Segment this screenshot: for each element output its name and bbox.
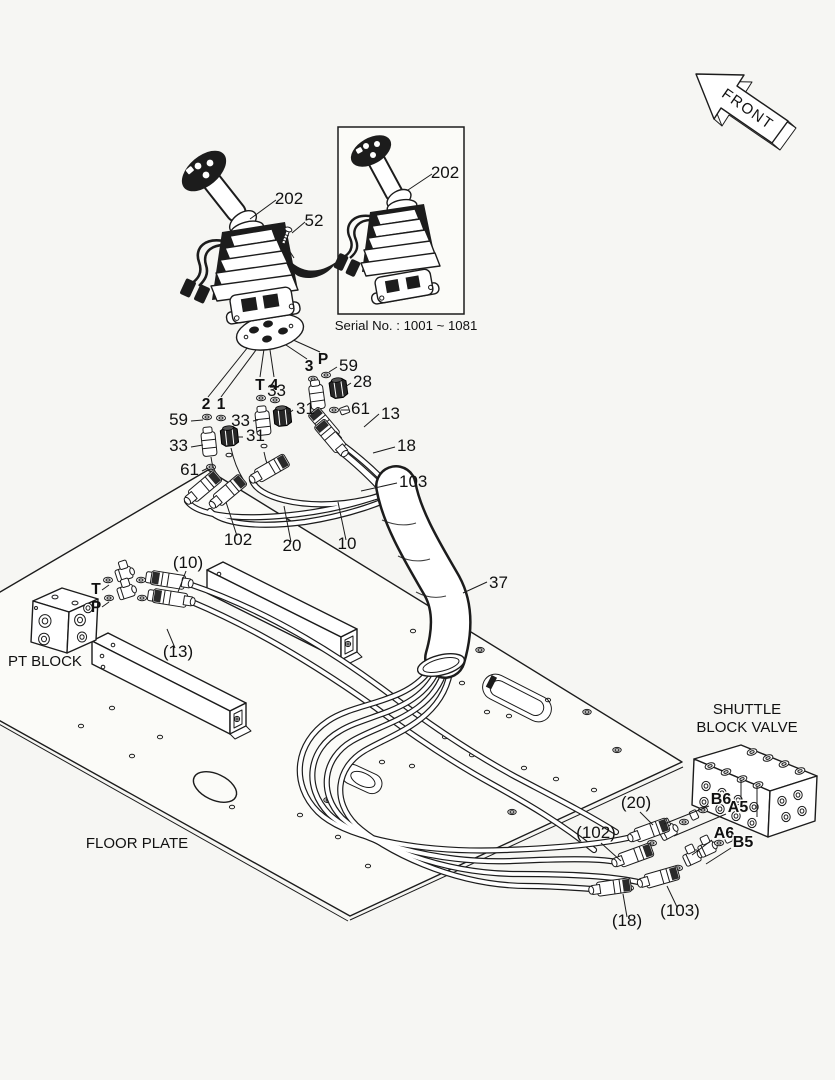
leader-pt-T bbox=[101, 584, 110, 591]
label-port-2: 2 bbox=[202, 396, 211, 413]
label-shuttle-line2: BLOCK VALVE bbox=[696, 719, 797, 736]
label-B6: B6 bbox=[711, 791, 732, 808]
leader-ref20 bbox=[639, 811, 654, 826]
label-102: 102 bbox=[224, 530, 252, 549]
leader-10 bbox=[337, 501, 347, 541]
pt-hoses bbox=[149, 569, 620, 854]
leader-B6 bbox=[663, 805, 710, 825]
bracket-lower bbox=[91, 632, 252, 740]
label-port-3: 3 bbox=[305, 358, 314, 375]
leader-A6 bbox=[691, 839, 713, 856]
label-ref-18: (18) bbox=[612, 911, 642, 930]
leader-18 bbox=[372, 446, 396, 454]
leader-ref10 bbox=[177, 570, 187, 593]
label-A6: A6 bbox=[714, 825, 735, 842]
floor-plate-slot bbox=[482, 673, 552, 723]
screw-dashline bbox=[286, 246, 295, 259]
leader-20 bbox=[283, 505, 292, 543]
label-33-right: 33 bbox=[267, 381, 286, 400]
leader-31-mid bbox=[287, 409, 294, 415]
label-103: 103 bbox=[399, 472, 427, 491]
label-floor-plate: FLOOR PLATE bbox=[86, 835, 188, 852]
hose-wrap-37 bbox=[375, 465, 472, 679]
leader-102 bbox=[225, 501, 238, 537]
serial-inset-panel bbox=[333, 126, 465, 315]
label-52: 52 bbox=[305, 211, 324, 230]
label-59-right: 59 bbox=[339, 356, 358, 375]
label-A5: A5 bbox=[728, 799, 749, 816]
label-31-mid: 31 bbox=[296, 399, 315, 418]
label-31-left: 31 bbox=[246, 426, 265, 445]
leader-33-left bbox=[190, 444, 204, 448]
fitting-cluster-mid bbox=[246, 348, 293, 488]
leader-52 bbox=[291, 221, 306, 234]
label-61-left: 61 bbox=[180, 460, 199, 479]
label-ref-13: (13) bbox=[163, 642, 193, 661]
label-port-1: 1 bbox=[217, 396, 226, 413]
label-shuttle-line1: SHUTTLE bbox=[713, 701, 781, 718]
label-37: 37 bbox=[489, 573, 508, 592]
label-ref-20: (20) bbox=[621, 793, 651, 812]
leader-59-right bbox=[328, 366, 338, 373]
leader-ref102 bbox=[600, 842, 622, 862]
label-33-mid: 33 bbox=[231, 411, 250, 430]
hose-103-crimp bbox=[635, 865, 681, 892]
hose-18-crimp bbox=[587, 877, 633, 898]
front-direction-arrow: FRONT bbox=[695, 73, 797, 151]
label-18: 18 bbox=[397, 436, 416, 455]
label-port-4: 4 bbox=[270, 377, 279, 394]
label-202-inset: 202 bbox=[431, 163, 459, 182]
label-B5: B5 bbox=[733, 834, 754, 851]
leader-61-left bbox=[201, 467, 209, 472]
label-13: 13 bbox=[381, 404, 400, 423]
leader-59-left bbox=[190, 419, 204, 422]
fitting-cluster-right bbox=[282, 338, 353, 461]
label-20: 20 bbox=[283, 536, 302, 555]
leader-ref18 bbox=[622, 893, 628, 918]
sweep-hoses bbox=[296, 661, 646, 893]
leader-202-inset bbox=[407, 173, 433, 191]
leader-103 bbox=[360, 482, 398, 492]
leader-202-main bbox=[249, 199, 277, 220]
leader-33-mid bbox=[252, 419, 259, 422]
floor-plate-small-holes bbox=[77, 628, 598, 869]
inset-joystick-illustration bbox=[333, 135, 441, 305]
label-ref-10: (10) bbox=[173, 553, 203, 572]
leader-37 bbox=[462, 581, 488, 594]
leader-13 bbox=[363, 413, 380, 428]
leader-ref103 bbox=[666, 885, 678, 908]
shuttle-block-illustration bbox=[691, 744, 818, 838]
floor-plate-round-hole bbox=[192, 771, 238, 803]
floor-plate-edge-thickness bbox=[0, 724, 684, 922]
label-serial-note: Serial No. : 1001 ~ 1081 bbox=[335, 318, 478, 333]
label-28: 28 bbox=[353, 372, 372, 391]
leader-28 bbox=[344, 382, 352, 388]
fitting-cluster-left bbox=[180, 341, 260, 513]
text-labels: 202 52 202 Serial No. : 1001 ~ 1081 2 1 … bbox=[8, 163, 798, 930]
label-pt-T: T bbox=[91, 581, 101, 598]
reference-swoosh-arrow-icon bbox=[286, 256, 336, 279]
screw-52 bbox=[281, 226, 293, 245]
label-ref-102: (102) bbox=[576, 823, 616, 842]
label-pt-P: P bbox=[91, 599, 101, 616]
leader-pt-P bbox=[101, 601, 110, 608]
label-port-T: T bbox=[255, 377, 265, 394]
label-33-left: 33 bbox=[169, 436, 188, 455]
leader-B5 bbox=[705, 847, 732, 865]
label-59-left: 59 bbox=[169, 410, 188, 429]
leader-lines bbox=[101, 173, 732, 918]
pt-block-ports bbox=[34, 594, 93, 646]
label-10: 10 bbox=[338, 534, 357, 553]
pt-block-illustration bbox=[30, 587, 99, 654]
main-joystick-illustration bbox=[180, 150, 301, 325]
leader-ref13 bbox=[166, 628, 176, 649]
leader-A5 bbox=[673, 813, 727, 837]
label-61-right: 61 bbox=[351, 399, 370, 418]
label-ref-103: (103) bbox=[660, 901, 700, 920]
label-pt-block: PT BLOCK bbox=[8, 653, 82, 670]
label-port-P: P bbox=[318, 351, 328, 368]
label-202-main: 202 bbox=[275, 189, 303, 208]
